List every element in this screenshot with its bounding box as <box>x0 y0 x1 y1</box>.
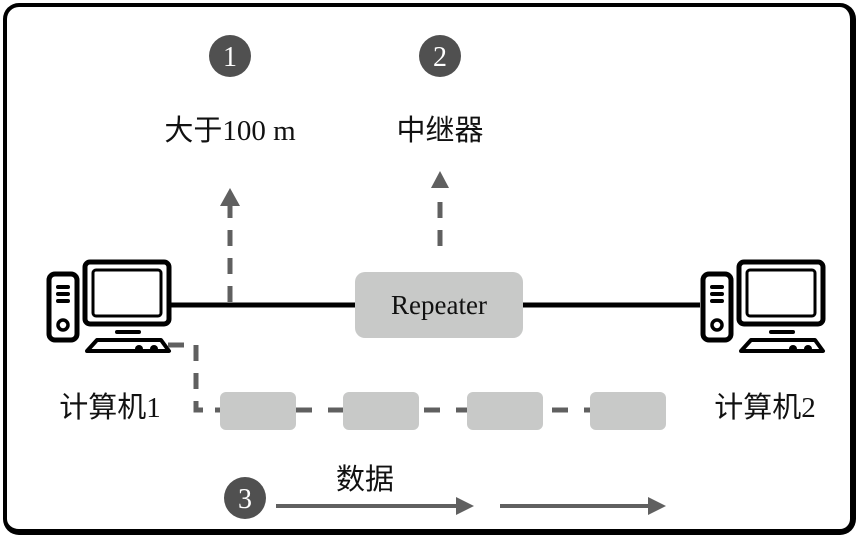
arrowhead-right-icon <box>648 497 666 515</box>
computer-2-label: 计算机2 <box>714 391 816 424</box>
data-path-dashed <box>168 342 220 413</box>
arrowhead-up-icon <box>431 171 449 188</box>
step-2-label: 中继器 <box>396 114 483 147</box>
computer-1-label: 计算机1 <box>59 391 161 424</box>
data-packet <box>343 392 419 430</box>
repeater-label: Repeater <box>391 290 487 320</box>
data-packet <box>467 392 543 430</box>
step-3-label: 数据 <box>336 463 394 496</box>
diagram-frame <box>3 3 856 535</box>
step-1-label: 大于100 m <box>164 114 296 147</box>
arrowhead-up-icon <box>220 188 240 206</box>
step-badge-1-number: 1 <box>223 42 237 73</box>
computer-2-icon <box>703 262 823 353</box>
step-badge-3 <box>224 477 266 519</box>
computer-1-icon <box>49 262 169 353</box>
repeater-box <box>355 272 523 338</box>
arrowhead-right-icon <box>456 497 474 515</box>
step-badge-2-number: 2 <box>433 42 447 73</box>
step-badge-2 <box>419 35 461 77</box>
step-badge-1 <box>209 35 251 77</box>
data-packet <box>590 392 666 430</box>
step-badge-3-number: 3 <box>238 484 252 515</box>
data-packet <box>220 392 296 430</box>
